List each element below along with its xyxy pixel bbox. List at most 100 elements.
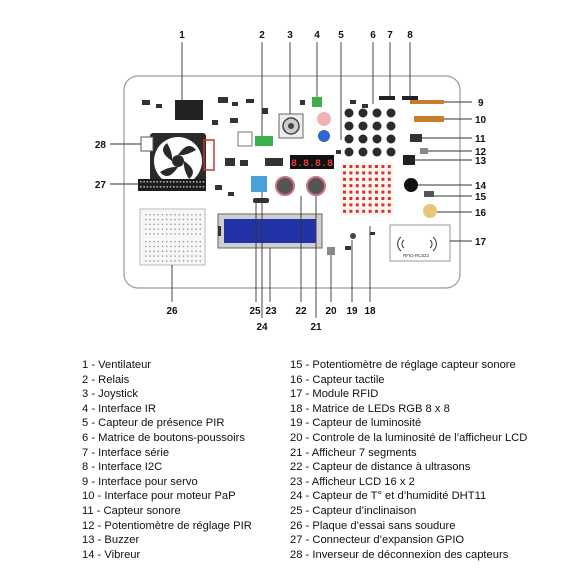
breadboard-hole [191, 218, 193, 221]
breadboard-hole [199, 241, 201, 243]
stepper-header [414, 116, 444, 122]
breadboard-hole [170, 223, 172, 225]
push-button [372, 121, 382, 131]
rgb-led [343, 177, 346, 181]
push-button [358, 108, 368, 118]
breadboard-hole [153, 260, 155, 262]
gpio-pin [199, 186, 201, 188]
legend-item-11: 11 - Capteur sonore [82, 504, 181, 517]
breadboard-hole [182, 255, 185, 257]
breadboard-hole [149, 250, 151, 252]
legend-item-27: 27 - Connecteur d’expansion GPIO [290, 534, 465, 547]
gpio-pin [159, 186, 162, 188]
led-matrix [340, 162, 394, 216]
callout-18: 18 [364, 306, 376, 317]
rgb-led [375, 203, 378, 207]
breadboard-hole [157, 218, 159, 221]
gpio-pin [156, 181, 159, 183]
rgb-led [387, 177, 391, 181]
legend-item-9: 9 - Interface pour servo [82, 475, 198, 488]
breadboard-hole [145, 260, 147, 262]
push-button [344, 108, 354, 118]
breadboard-hole [149, 233, 151, 235]
breadboard-hole [166, 260, 168, 262]
breadboard-hole [191, 250, 193, 252]
rgb-led [368, 197, 372, 200]
serial-header [379, 96, 395, 100]
legend-left-column: 1 - Ventilateur 2 - Relais 3 - Joystick … [82, 358, 252, 562]
breadboard-hole [166, 250, 168, 252]
legend-item-19: 19 - Capteur de luminosité [290, 417, 422, 430]
rgb-led [362, 171, 366, 175]
breadboard-hole [170, 250, 172, 252]
gpio-pin [199, 181, 201, 183]
breadboard-hole [187, 250, 189, 252]
breadboard-hole [178, 233, 180, 235]
gpio-pin [169, 186, 172, 188]
rgb-led [381, 171, 385, 175]
rfid-module: RFID-RC522 [389, 224, 451, 262]
gpio-pin [146, 186, 149, 188]
breadboard-hole [182, 223, 185, 225]
rgb-led [381, 209, 385, 213]
rgb-led [343, 171, 346, 175]
rgb-led [349, 209, 353, 213]
breadboard-hole [174, 214, 176, 216]
leader-lines [110, 42, 472, 318]
push-button [344, 147, 354, 157]
rgb-led [355, 184, 359, 188]
breadboard-hole [170, 260, 172, 262]
rgb-led [349, 171, 353, 175]
pir-sensor [317, 112, 331, 126]
breadboard-hole [170, 245, 172, 248]
callout-7: 7 [387, 30, 393, 41]
breadboard-hole [174, 228, 176, 230]
rgb-led [387, 197, 391, 200]
breadboard-hole [145, 241, 147, 243]
rgb-led [381, 190, 385, 194]
breadboard-hole [166, 218, 168, 221]
gpio-pin [176, 186, 178, 188]
breadboard-hole [178, 228, 180, 230]
breadboard [139, 208, 206, 266]
breadboard-hole [145, 223, 147, 225]
breadboard-hole [191, 255, 193, 257]
rgb-led [375, 190, 378, 194]
breadboard-hole [178, 241, 180, 243]
rgb-led [368, 165, 372, 168]
breadboard-hole [153, 233, 155, 235]
breadboard-hole [182, 241, 185, 243]
legend-item-8: 8 - Interface I2C [82, 461, 163, 474]
breadboard-hole [149, 228, 151, 230]
rgb-led [362, 165, 366, 168]
breadboard-hole [170, 228, 172, 230]
breadboard-hole [145, 250, 147, 252]
rgb-led [343, 203, 346, 207]
callout-10: 10 [475, 115, 487, 126]
breadboard-hole [178, 214, 180, 216]
breadboard-hole [191, 233, 193, 235]
rgb-led [368, 184, 372, 188]
breadboard-hole [199, 214, 201, 216]
rgb-led [387, 203, 391, 207]
legend-item-23: 23 - Afficheur LCD 16 x 2 [290, 475, 415, 488]
breadboard-hole [157, 223, 159, 225]
rgb-led [349, 190, 353, 194]
rgb-led [362, 177, 366, 181]
breadboard-hole [199, 223, 201, 225]
breadboard-hole [199, 250, 201, 252]
callout-5: 5 [338, 30, 344, 41]
callout-26: 26 [166, 306, 178, 317]
breadboard-hole [153, 214, 155, 216]
legend-item-4: 4 - Interface IR [82, 402, 156, 415]
breadboard-hole [191, 245, 193, 248]
push-button [372, 108, 382, 118]
breadboard-hole [195, 233, 197, 235]
breadboard-hole [149, 245, 151, 248]
gpio-pin [179, 186, 182, 188]
breadboard-hole [187, 245, 189, 248]
gpio-pin [196, 181, 198, 183]
rgb-led [375, 177, 378, 181]
breadboard-hole [182, 214, 185, 216]
breadboard-hole [166, 233, 168, 235]
